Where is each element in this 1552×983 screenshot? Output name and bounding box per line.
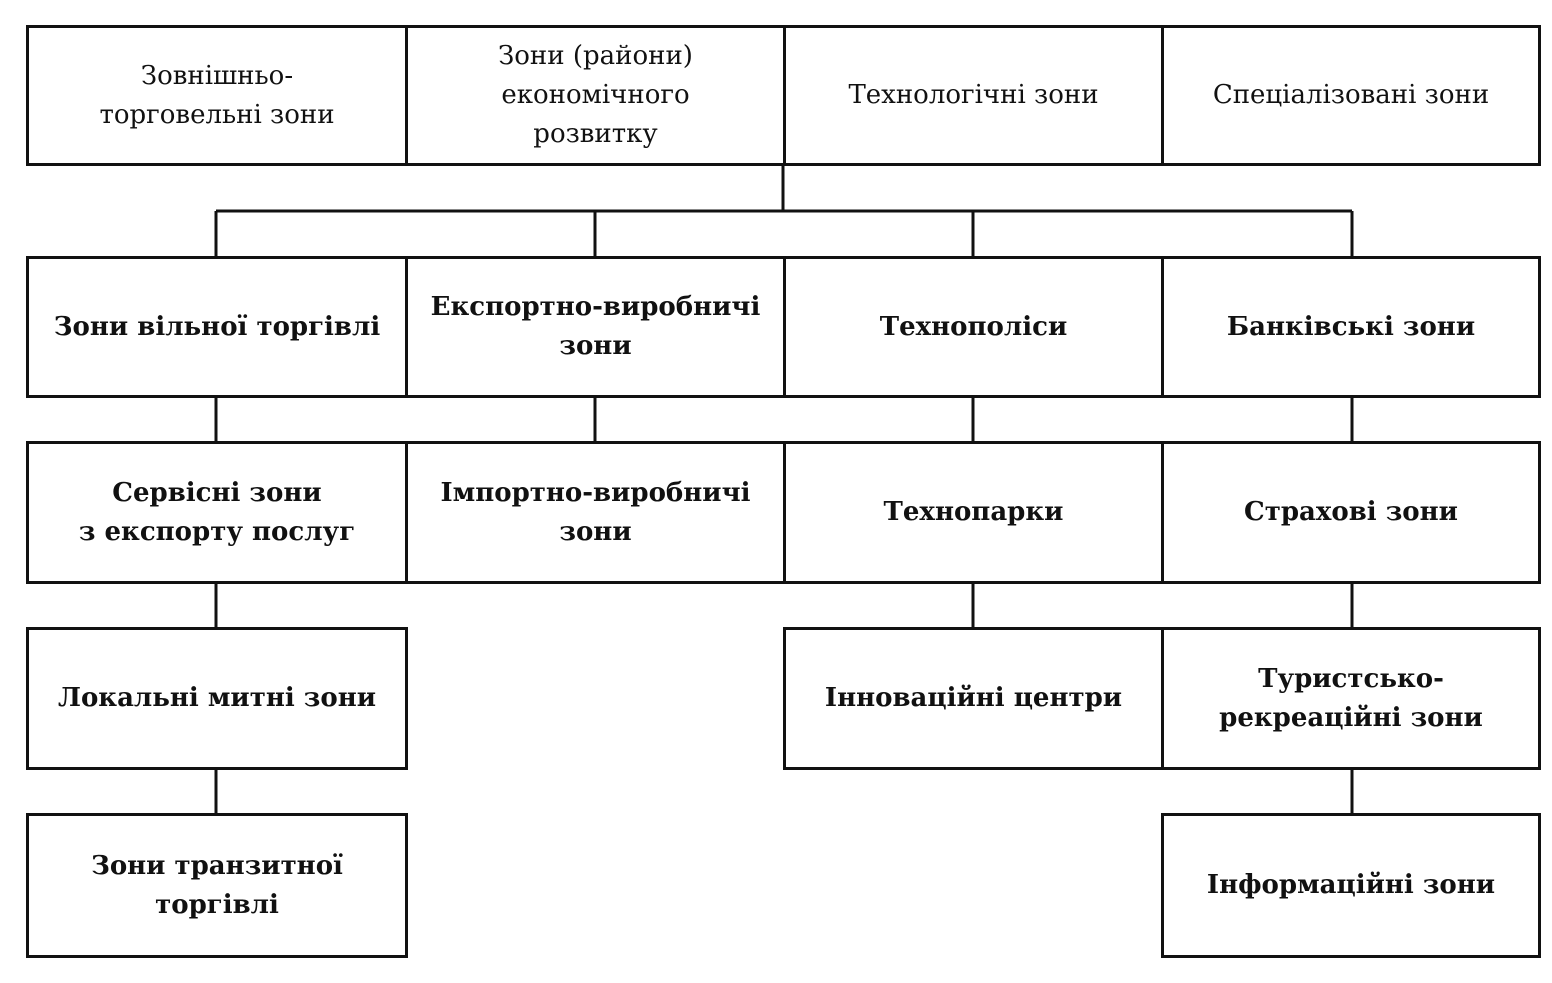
zone-label: Сервісні зони з експорту послуг	[78, 477, 356, 547]
zone-label: Імпортно-виробничі зони	[440, 477, 751, 547]
zone-box: Сервісні зони з експорту послуг	[26, 441, 408, 584]
category-label: Технологічні зони	[848, 80, 1099, 110]
zone-label: Технополіси	[879, 311, 1068, 342]
zone-box: Локальні митні зони	[26, 627, 408, 770]
zone-box: Зони вільної торгівлі	[26, 256, 408, 398]
zone-label: Туристсько- рекреаційні зони	[1219, 663, 1483, 733]
category-label: Зовнішньо- торговельні зони	[99, 60, 335, 130]
zone-box: Імпортно-виробничі зони	[405, 441, 786, 584]
zone-box: Технополіси	[783, 256, 1164, 398]
zone-label: Експортно-виробничі зони	[430, 292, 761, 361]
category-box: Технологічні зони	[783, 25, 1164, 166]
category-label: Спеціалізовані зони	[1212, 80, 1490, 110]
zone-label: Інноваційні центри	[824, 683, 1123, 713]
zone-box: Інформаційні зони	[1161, 813, 1541, 958]
zone-box: Страхові зони	[1161, 441, 1541, 584]
zone-label: Страхові зони	[1244, 497, 1458, 527]
category-box: Зовнішньо- торговельні зони	[26, 25, 408, 166]
zone-label: Інформаційні зони	[1206, 870, 1496, 900]
zone-label: Технопарки	[883, 497, 1064, 527]
category-box: Зони (райони) економічного розвитку	[405, 25, 786, 166]
zone-box: Банківські зони	[1161, 256, 1541, 398]
zone-box: Експортно-виробничі зони	[405, 256, 786, 398]
zone-box: Інноваційні центри	[783, 627, 1164, 770]
zone-box: Туристсько- рекреаційні зони	[1161, 627, 1541, 770]
zone-box: Зони транзитної торгівлі	[26, 813, 408, 958]
zone-label: Зони транзитної торгівлі	[91, 850, 343, 920]
zone-label: Зони вільної торгівлі	[53, 311, 381, 342]
zone-box: Технопарки	[783, 441, 1164, 584]
zone-label: Банківські зони	[1226, 311, 1476, 342]
category-label: Зони (райони) економічного розвитку	[498, 41, 693, 149]
category-box: Спеціалізовані зони	[1161, 25, 1541, 166]
zone-label: Локальні митні зони	[57, 683, 377, 713]
